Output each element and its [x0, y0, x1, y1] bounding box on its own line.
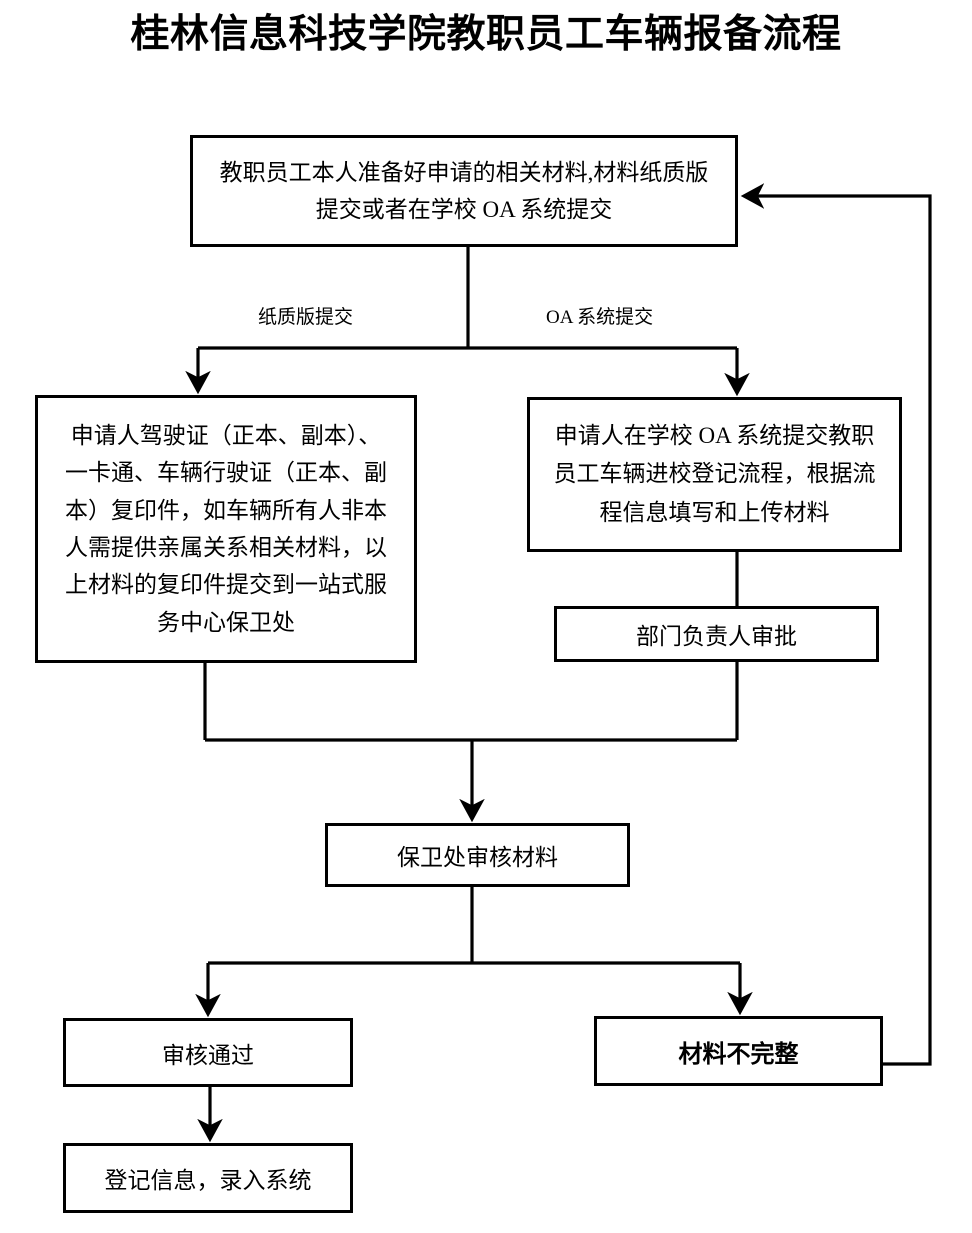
node-prepare-materials[interactable]: 教职员工本人准备好申请的相关材料,材料纸质版 提交或者在学校 OA 系统提交 — [190, 135, 738, 247]
node-paper-documents[interactable]: 申请人驾驶证（正本、副本）、 一卡通、车辆行驶证（正本、副 本）复印件，如车辆所… — [35, 395, 417, 663]
node-oa-submission[interactable]: 申请人在学校 OA 系统提交教职 员工车辆进校登记流程，根据流 程信息填写和上传… — [527, 397, 902, 552]
node-security-office-review[interactable]: 保卫处审核材料 — [325, 823, 630, 887]
node-review-passed[interactable]: 审核通过 — [63, 1018, 353, 1087]
node-department-approval[interactable]: 部门负责人审批 — [554, 606, 879, 662]
node-register-information[interactable]: 登记信息，录入系统 — [63, 1143, 353, 1213]
node-oa-submission-label: 申请人在学校 OA 系统提交教职 员工车辆进校登记流程，根据流 程信息填写和上传… — [553, 423, 876, 525]
node-materials-incomplete-label: 材料不完整 — [678, 1039, 799, 1068]
node-department-approval-label: 部门负责人审批 — [636, 624, 797, 649]
node-register-information-label: 登记信息，录入系统 — [104, 1168, 312, 1193]
page-title: 桂林信息科技学院教职员工车辆报备流程 — [130, 12, 842, 57]
node-materials-incomplete[interactable]: 材料不完整 — [594, 1016, 883, 1086]
node-prepare-materials-label: 教职员工本人准备好申请的相关材料,材料纸质版 提交或者在学校 OA 系统提交 — [219, 159, 709, 222]
node-paper-documents-label: 申请人驾驶证（正本、副本）、 一卡通、车辆行驶证（正本、副 本）复印件，如车辆所… — [65, 422, 387, 635]
edge-label-paper-submission: 纸质版提交 — [258, 307, 354, 328]
edge-incomplete-to-prepare — [740, 183, 932, 1066]
node-review-passed-label: 审核通过 — [162, 1042, 254, 1068]
node-security-office-review-label: 保卫处审核材料 — [397, 845, 558, 870]
edge-label-oa-submission: OA 系统提交 — [546, 307, 654, 328]
